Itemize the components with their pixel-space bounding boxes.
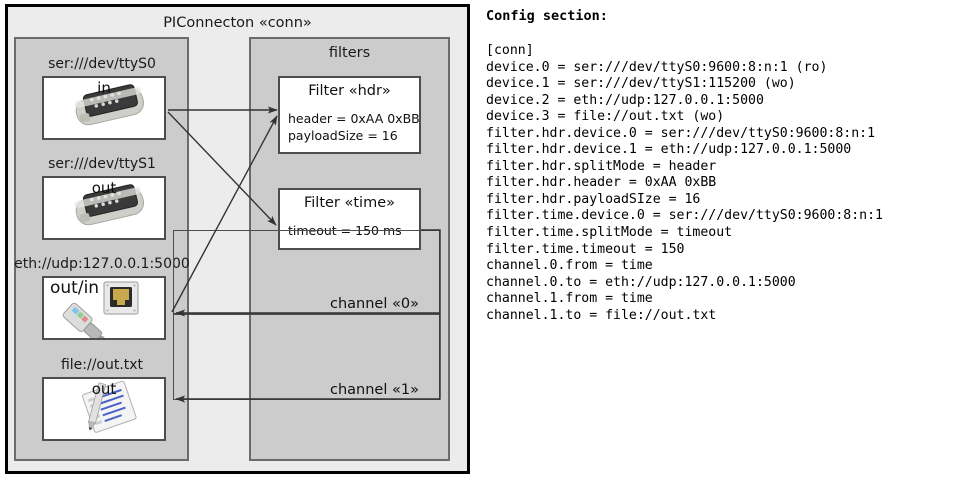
diagram-title: PIConnecton «conn»: [163, 15, 312, 31]
config-panel: Config section: [conn]device.0 = ser:///…: [482, 0, 964, 484]
config-heading: Config section:: [486, 8, 608, 24]
config-line: filter.hdr.device.0 = ser:///dev/ttyS0:9…: [486, 125, 876, 141]
serial-port-icon: [44, 178, 164, 238]
config-line: device.1 = ser:///dev/ttyS1:115200 (wo): [486, 76, 796, 92]
filter-attr-header: header = 0xAA 0xBB: [288, 111, 420, 126]
config-line: device.2 = eth://udp:127.0.0.1:5000: [486, 92, 764, 108]
config-text: [conn]device.0 = ser:///dev/ttyS0:9600:8…: [486, 43, 883, 324]
serial-port-icon: [44, 78, 164, 138]
config-line: filter.hdr.device.1 = eth://udp:127.0.0.…: [486, 142, 852, 158]
ethernet-jack-icon: [44, 278, 164, 338]
filter-title-hdr: Filter «hdr»: [308, 83, 391, 99]
device-direction-eth: out/in: [50, 278, 100, 298]
config-line: filter.time.timeout = 150: [486, 241, 685, 257]
config-line: channel.0.from = time: [486, 258, 653, 274]
config-line: filter.hdr.splitMode = header: [486, 158, 717, 174]
text-file-icon: [44, 379, 164, 439]
config-line: channel.1.from = time: [486, 291, 653, 307]
config-line: filter.time.splitMode = timeout: [486, 225, 733, 241]
device-label-ttys0: ser:///dev/ttyS0: [48, 56, 156, 72]
filter-attr-payloadsize: payloadSize = 16: [288, 128, 398, 143]
device-box-ttys0[interactable]: in: [42, 76, 166, 140]
config-line: filter.time.device.0 = ser:///dev/ttyS0:…: [486, 208, 883, 224]
device-box-ttys1[interactable]: out: [42, 176, 166, 240]
config-line: channel.0.to = eth://udp:127.0.0.1:5000: [486, 274, 796, 290]
config-line: filter.hdr.header = 0xAA 0xBB: [486, 175, 717, 191]
channel-label-1: channel «1»: [330, 382, 419, 398]
config-line: filter.hdr.payloadSIze = 16: [486, 191, 701, 207]
config-line: device.0 = ser:///dev/ttyS0:9600:8:n:1 (…: [486, 59, 828, 75]
device-box-file[interactable]: out: [42, 377, 166, 441]
filter-title-time: Filter «time»: [303, 195, 396, 211]
filter-box-hdr[interactable]: Filter «hdr» header = 0xAA 0xBB payloadS…: [278, 76, 421, 154]
device-label-ttys1: ser:///dev/ttyS1: [48, 156, 156, 172]
device-box-eth[interactable]: out/in: [42, 276, 166, 340]
filters-group-title: filters: [328, 45, 371, 61]
config-line: device.3 = file://out.txt (wo): [486, 109, 725, 125]
device-direction-file: out: [91, 380, 117, 398]
device-direction-ttys1: out: [91, 179, 117, 197]
config-line: [conn]: [486, 43, 534, 58]
device-direction-ttys0: in: [97, 79, 111, 97]
channel-label-0: channel «0»: [330, 296, 419, 312]
config-line: channel.1.to = file://out.txt: [486, 307, 717, 323]
device-label-eth: eth://udp:127.0.0.1:5000: [14, 256, 190, 272]
device-label-file: file://out.txt: [60, 357, 144, 373]
